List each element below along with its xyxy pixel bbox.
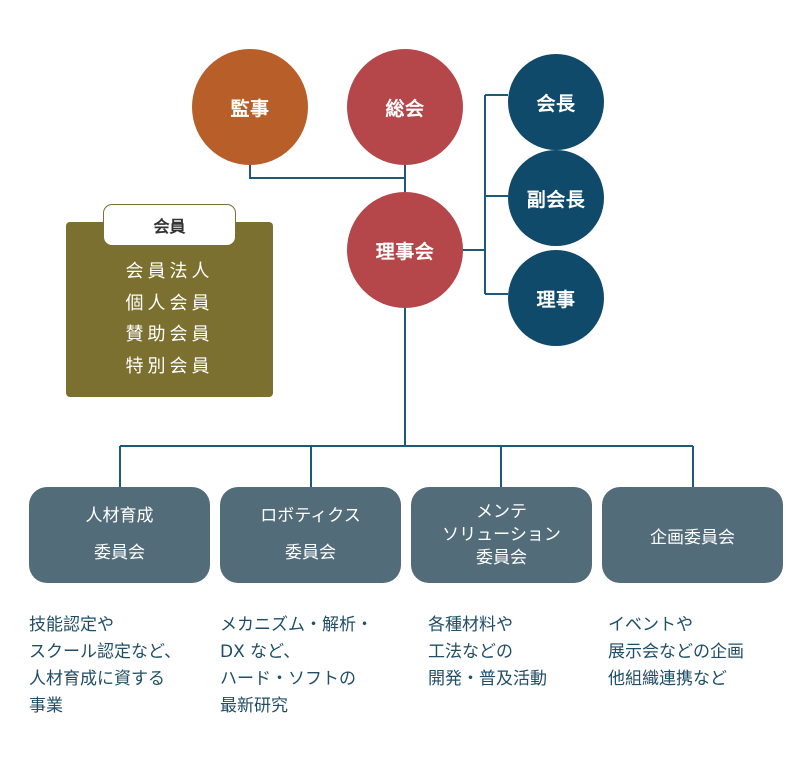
officer-label: 理事	[536, 288, 576, 311]
auditor-node: 監事	[192, 49, 308, 165]
auditor-label: 監事	[230, 97, 270, 120]
description-line: DX など、	[220, 642, 301, 662]
officer-node-chair: 会長	[508, 54, 604, 150]
officer-label: 副会長	[526, 188, 586, 211]
member-item: 個人会員	[125, 292, 214, 314]
officer-label: 会長	[536, 92, 576, 115]
member-item: 会員法人	[125, 261, 214, 282]
board-committees-connector	[119, 308, 694, 487]
general-assembly-label: 総会	[385, 97, 425, 120]
general-assembly-node: 総会	[347, 49, 463, 165]
committee-label: 人材育成	[85, 506, 154, 526]
officers-connector	[463, 94, 508, 295]
description-line: イベントや	[608, 615, 693, 635]
committee-planning: 企画委員会	[602, 487, 783, 583]
committee-label: 企画委員会	[650, 527, 735, 548]
officer-node-director: 理事	[508, 250, 604, 346]
description-line: 人材育成に資する	[29, 669, 165, 689]
committee-maintenance-solution: メンテ ソリューション 委員会	[411, 487, 592, 583]
description-line: 展示会などの企画	[608, 642, 744, 662]
board-label: 理事会	[375, 240, 435, 263]
description-line: ハード・ソフトの	[220, 669, 356, 689]
committee-description-hr: 技能認定や スクール認定など、 人材育成に資する 事業	[29, 612, 181, 720]
committee-label: 委員会	[285, 543, 336, 563]
description-line: 最新研究	[220, 696, 288, 716]
committee-label: メンテ	[476, 501, 527, 522]
committee-label: ソリューション	[442, 524, 561, 545]
description-line: 工法などの	[428, 642, 513, 662]
members-list: 会員法人 個人会員 賛助会員 特別会員	[66, 256, 273, 382]
committee-label: 委員会	[94, 543, 145, 563]
description-line: スクール認定など、	[29, 642, 182, 662]
description-line: 各種材料や	[428, 615, 513, 635]
committee-hr-development: 人材育成 委員会	[29, 487, 210, 583]
committee-description-robotics: メカニズム・解析・ DX など、 ハード・ソフトの 最新研究	[220, 612, 373, 720]
member-item: 賛助会員	[125, 324, 214, 345]
board-node: 理事会	[347, 192, 463, 308]
members-title: 会員	[103, 204, 236, 246]
auditor-connector	[249, 165, 405, 179]
committee-label: 委員会	[476, 547, 527, 568]
committee-description-planning: イベントや 展示会などの企画 他組織連携など	[608, 612, 744, 693]
members-box	[66, 222, 273, 397]
committee-description-maintenance: 各種材料や 工法などの 開発・普及活動	[428, 612, 547, 693]
description-line: 技能認定や	[29, 615, 114, 635]
member-item: 特別会員	[125, 355, 214, 377]
description-line: 他組織連携など	[608, 669, 727, 689]
officer-node-vice-chair: 副会長	[508, 150, 604, 246]
description-line: 開発・普及活動	[428, 669, 547, 689]
committee-robotics: ロボティクス 委員会	[220, 487, 401, 583]
description-line: メカニズム・解析・	[220, 615, 373, 635]
description-line: 事業	[29, 696, 63, 716]
committee-label: ロボティクス	[260, 506, 361, 526]
